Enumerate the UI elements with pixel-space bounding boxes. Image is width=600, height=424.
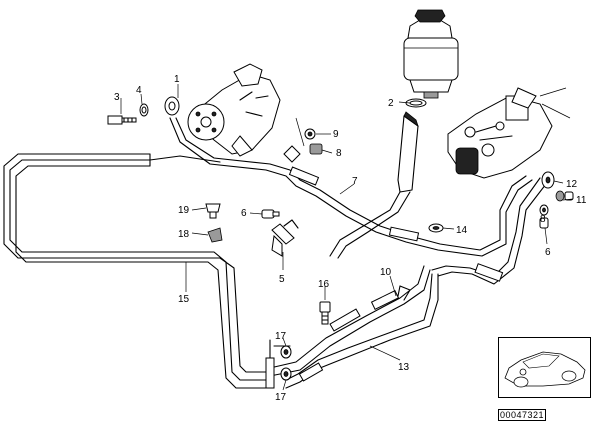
callout-14: 14: [456, 225, 468, 236]
callout-8a: 8: [336, 148, 342, 159]
callout-17a: 17: [275, 331, 287, 342]
banjo-bolt-3: [107, 115, 137, 125]
hose-fitting-12: [541, 171, 555, 189]
callout-15: 15: [178, 294, 190, 305]
callout-1: 1: [174, 74, 180, 85]
power-steering-pump: [187, 63, 281, 157]
seal-ring-4: [139, 103, 149, 117]
return-hose-16: [149, 155, 431, 377]
pressure-hose: [169, 117, 533, 257]
seal-ring-17-lower: [280, 367, 292, 381]
leader-lines: [120, 84, 574, 391]
seal-ring-9: [304, 128, 316, 140]
callout-3: 3: [114, 92, 120, 103]
screw-19: [205, 203, 221, 219]
callout-labels: 1 2 3 4 5 6 6 7 8 8 9 10 11 12 13 14 15 …: [114, 74, 587, 403]
feed-pipe-lower: [431, 177, 547, 285]
hose-clamp-14: [428, 223, 444, 233]
return-pipe-13: [285, 273, 439, 389]
callout-19: 19: [178, 205, 190, 216]
holder-5: [271, 219, 299, 257]
callout-13: 13: [398, 362, 410, 373]
callout-7: 7: [352, 176, 358, 187]
suction-hose: [329, 111, 419, 259]
callout-2: 2: [388, 98, 394, 109]
seal-washer-11: [555, 190, 574, 202]
pressure-hose-fitting: [164, 96, 180, 116]
callout-17b: 17: [275, 392, 287, 403]
callout-8b: 8: [540, 214, 546, 225]
callout-4: 4: [136, 85, 142, 96]
hose-clamp-2: [405, 98, 427, 108]
oil-cooler-pipe: [3, 153, 271, 389]
screw-8-right: [539, 217, 549, 229]
callout-12: 12: [566, 179, 578, 190]
hose-bracket: [283, 117, 305, 163]
bolt-16: [319, 301, 331, 325]
callout-6b: 6: [545, 247, 551, 258]
callout-6a: 6: [241, 208, 247, 219]
vehicle-locator-inset: [498, 337, 591, 398]
callout-9: 9: [333, 129, 339, 140]
callout-16: 16: [318, 279, 330, 290]
callout-5: 5: [279, 274, 285, 285]
seal-ring-17-upper: [280, 345, 292, 359]
callout-10: 10: [380, 267, 392, 278]
car-outline-icon: [504, 351, 586, 388]
clip-18: [207, 227, 223, 243]
seal-ring-9-right: [539, 204, 549, 216]
steering-gear: [447, 87, 571, 179]
cooler-mount: [265, 339, 291, 389]
screw-8: [309, 143, 323, 155]
document-code: 00047321: [498, 409, 547, 421]
oil-reservoir: [403, 9, 459, 99]
screw-6: [261, 209, 280, 219]
callout-11: 11: [576, 195, 587, 206]
callout-18: 18: [178, 229, 190, 240]
